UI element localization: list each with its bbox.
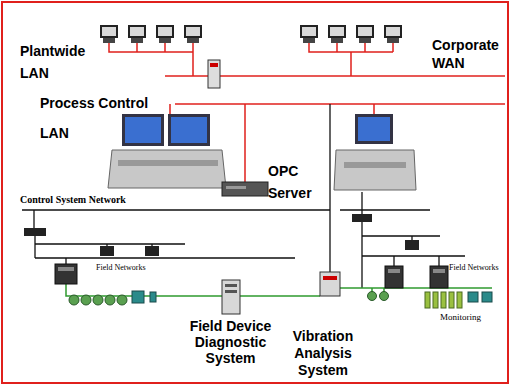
system-label: Field Device Diagnostic System xyxy=(188,318,273,366)
network-label: Process Control LAN xyxy=(40,88,168,148)
network-label: Corporate WAN xyxy=(432,36,504,72)
server-label: OPC Server xyxy=(268,160,322,204)
diagnostic-server xyxy=(222,280,240,314)
device-label: Monitoring xyxy=(440,312,500,323)
network-devices xyxy=(24,214,448,288)
operator-console-right xyxy=(334,114,416,190)
field-devices xyxy=(69,291,492,308)
opc-server-box xyxy=(222,182,268,196)
vibration-server xyxy=(320,272,340,296)
operator-console-left xyxy=(108,114,226,188)
firewall-server xyxy=(208,60,220,88)
network-label: Control System Network xyxy=(20,194,190,206)
frame xyxy=(2,2,508,383)
corporate-pcs xyxy=(300,25,402,43)
plantwide-pcs xyxy=(100,25,202,43)
network-label: Field Networks xyxy=(449,263,504,273)
network-label: Field Networks xyxy=(96,263,156,273)
network-label: Plantwide LAN xyxy=(20,40,100,84)
system-label: Vibration Analysis System xyxy=(286,328,360,379)
